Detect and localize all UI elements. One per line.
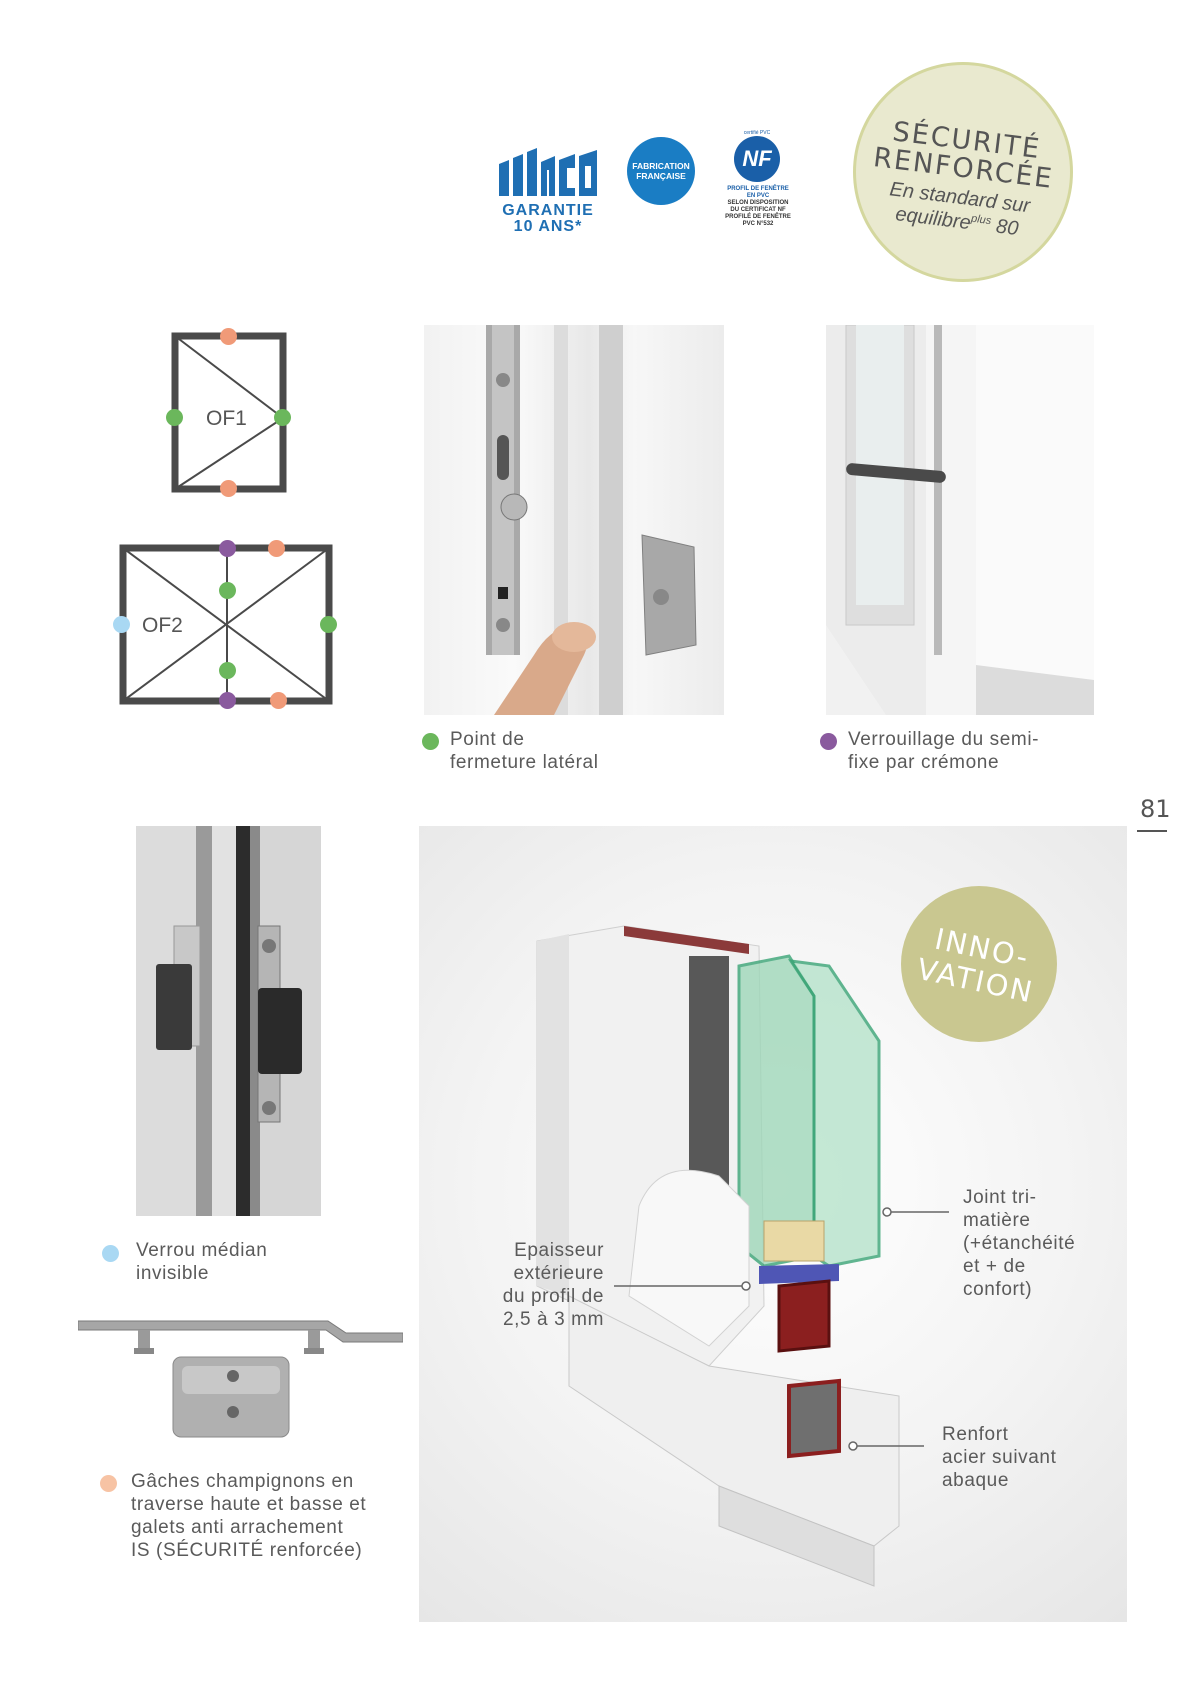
- callout-epaisseur: Epaisseur extérieure du profil de 2,5 à …: [459, 1239, 604, 1331]
- callout-renfort: Renfort acier suivant abaque: [942, 1423, 1112, 1492]
- of1-label: OF1: [206, 407, 247, 431]
- caption-verrouillage-line2: fixe par crémone: [848, 752, 1000, 773]
- caption-gaches-line1: Gâches champignons en: [131, 1471, 354, 1492]
- window-cremone-icon: [826, 325, 1094, 715]
- photo-verrouillage-semi-fixe: [826, 325, 1094, 715]
- callout-joint-line3: (+étanchéité: [963, 1233, 1076, 1254]
- caption-point-fermeture-line2: fermeture latéral: [450, 752, 599, 773]
- of1-green-dot-left: [166, 409, 183, 426]
- callout-epaisseur-line3: du profil de: [502, 1286, 604, 1307]
- maco-wordmark-icon: [499, 148, 597, 196]
- caption-blue-dot: [102, 1245, 119, 1262]
- maco-logo: GARANTIE 10 ANS*: [495, 140, 601, 240]
- caption-verrou-line2: invisible: [136, 1263, 209, 1284]
- callout-renfort-line3: abaque: [942, 1470, 1010, 1491]
- fab-line1: FABRICATION: [632, 161, 690, 171]
- window-lock-hardware-icon: [486, 325, 697, 715]
- securite-line4-sup: plus: [970, 212, 992, 228]
- photo-verrou-median: [136, 826, 321, 1216]
- profile-cross-section-panel: INNO- VATION Epaisseur extérieure du pro…: [419, 826, 1127, 1622]
- callout-renfort-line2: acier suivant: [942, 1447, 1057, 1468]
- caption-point-fermeture-line1: Point de: [450, 729, 525, 750]
- nf-arc-text: certifié PVC: [743, 130, 771, 136]
- securite-line4-end: 80: [994, 215, 1020, 241]
- innovation-badge: INNO- VATION: [901, 886, 1057, 1042]
- of2-purple-dot-bottom: [219, 692, 236, 709]
- of2-orange-dot-bottom: [270, 692, 287, 709]
- caption-verrou-median: Verrou médian invisible: [136, 1239, 267, 1285]
- callout-lines: [614, 1207, 949, 1451]
- maco-guarantee-line1: GARANTIE: [502, 202, 594, 219]
- of1-orange-dot-top: [220, 328, 237, 345]
- page-number-rule: [1137, 830, 1167, 832]
- nf-logo: NF certifié PVC PROFIL DE FENÊTRE EN PVC…: [722, 130, 794, 230]
- callout-joint-line4: et + de: [963, 1256, 1026, 1277]
- nf-line-3: SELON DISPOSITION: [727, 200, 789, 206]
- callout-joint: Joint tri- matière (+étanchéité et + de …: [963, 1186, 1123, 1301]
- gache-champignon-hardware-icon: [78, 1320, 403, 1438]
- callout-joint-line2: matière: [963, 1210, 1031, 1231]
- caption-purple-dot: [820, 733, 837, 750]
- maco-guarantee-line2: 10 ANS*: [513, 218, 583, 235]
- nf-line-2: EN PVC: [746, 193, 770, 199]
- callout-epaisseur-line1: Epaisseur: [514, 1240, 604, 1261]
- of2-label: OF2: [140, 614, 185, 638]
- of1-green-dot-right: [274, 409, 291, 426]
- pvc-profile-section-icon: [536, 925, 900, 1587]
- diagram-of2: OF2: [110, 530, 350, 710]
- callout-renfort-line1: Renfort: [942, 1424, 1009, 1445]
- caption-gaches: Gâches champignons en traverse haute et …: [131, 1470, 366, 1562]
- caption-gaches-line4: IS (SÉCURITÉ renforcée): [131, 1540, 363, 1561]
- photo-gaches-champignons: [78, 1316, 403, 1446]
- nf-line-4: DU CERTIFICAT NF: [730, 207, 786, 213]
- callout-joint-line5: confort): [963, 1279, 1033, 1300]
- nf-line-6: PVC N°532: [742, 221, 774, 227]
- callout-joint-line1: Joint tri-: [963, 1187, 1037, 1208]
- caption-gaches-line3: galets anti arrachement: [131, 1517, 344, 1538]
- nf-line-1: PROFIL DE FENÊTRE: [727, 186, 789, 192]
- of2-green-dot-right: [320, 616, 337, 633]
- caption-orange-dot: [100, 1475, 117, 1492]
- caption-verrouillage-line1: Verrouillage du semi-: [848, 729, 1040, 750]
- of2-blue-dot-left: [113, 616, 130, 633]
- caption-green-dot: [422, 733, 439, 750]
- caption-verrou-line1: Verrou médian: [136, 1240, 268, 1261]
- of1-orange-dot-bottom: [220, 480, 237, 497]
- of2-green-dot-upper: [219, 582, 236, 599]
- of2-green-dot-lower: [219, 662, 236, 679]
- verrou-median-hardware-icon: [136, 826, 321, 1216]
- caption-verrouillage: Verrouillage du semi- fixe par crémone: [848, 728, 1039, 774]
- callout-epaisseur-line2: extérieure: [513, 1263, 604, 1284]
- securite-renforcee-badge: SÉCURITÉ RENFORCÉE En standard sur equil…: [853, 62, 1073, 282]
- callout-epaisseur-line4: 2,5 à 3 mm: [502, 1309, 604, 1330]
- of2-purple-dot-top: [219, 540, 236, 557]
- caption-point-fermeture: Point de fermeture latéral: [450, 728, 599, 774]
- diagram-of1: OF1: [160, 325, 300, 505]
- fab-line2: FRANÇAISE: [636, 171, 686, 181]
- page-number: 81: [1140, 795, 1171, 823]
- photo-point-fermeture: [424, 325, 724, 715]
- caption-gaches-line2: traverse haute et basse et: [131, 1494, 367, 1515]
- nf-mark-circle: NF: [734, 136, 780, 182]
- fabrication-francaise-logo: FABRICATION FRANÇAISE: [627, 137, 695, 205]
- nf-mark: NF: [742, 146, 772, 171]
- of2-orange-dot-top: [268, 540, 285, 557]
- nf-line-5: PROFILÉ DE FENÊTRE: [725, 214, 791, 220]
